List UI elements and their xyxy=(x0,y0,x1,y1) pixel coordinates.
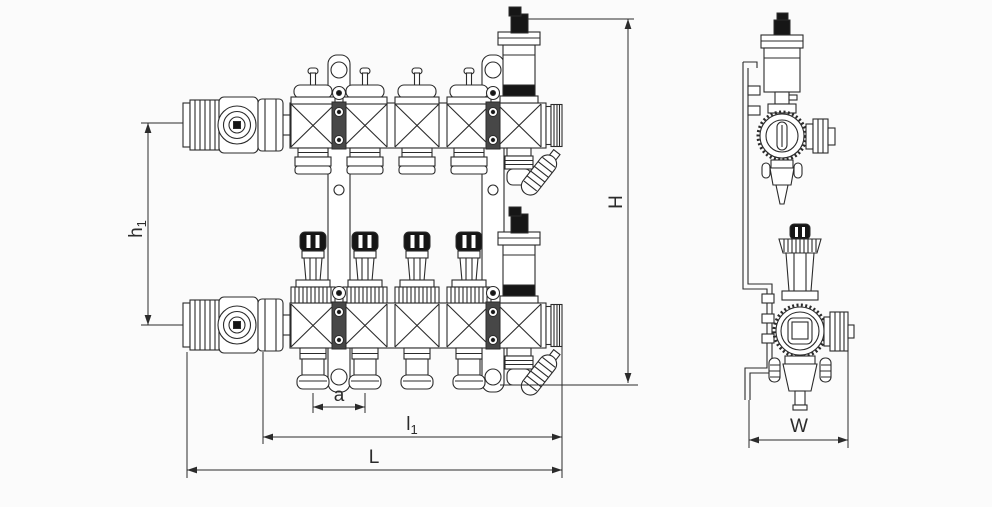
dimension-label-h1: h1 xyxy=(126,220,149,238)
side-air-vent-assembly xyxy=(756,12,836,205)
dimensions: h1 H a l1 L xyxy=(126,18,849,478)
return-manifold-bar xyxy=(182,206,565,400)
dimension-L: L xyxy=(186,352,562,478)
dimension-a: a xyxy=(312,385,366,413)
dimension-W: W xyxy=(748,344,849,448)
front-view xyxy=(182,6,565,400)
bracket-clamp-top-left xyxy=(331,85,347,150)
bracket-clamp-top-right xyxy=(485,85,501,150)
dimension-h1: h1 xyxy=(126,122,183,326)
supply-air-vent xyxy=(497,6,541,104)
dimension-H: H xyxy=(500,18,638,386)
side-mounting-bracket xyxy=(742,61,775,400)
bracket-clamp-bottom-left xyxy=(331,285,347,350)
supply-manifold-bar xyxy=(182,6,565,200)
supply-drain-valve xyxy=(504,146,565,200)
return-drain-valve xyxy=(504,346,565,400)
dimension-label-a: a xyxy=(334,385,345,406)
return-end-cap xyxy=(545,303,563,348)
dimension-l1: l1 xyxy=(262,338,563,478)
dimension-label-L: L xyxy=(369,447,380,468)
return-ball-valve xyxy=(182,296,284,354)
supply-end-cap xyxy=(545,103,563,148)
dimension-label-l1: l1 xyxy=(406,414,417,437)
side-view xyxy=(742,12,855,411)
side-flow-meter-assembly xyxy=(768,223,855,411)
bracket-clamp-bottom-right xyxy=(485,285,501,350)
dimension-label-W: W xyxy=(790,416,808,437)
dimension-label-H: H xyxy=(606,195,627,209)
supply-ball-valve xyxy=(182,96,284,154)
